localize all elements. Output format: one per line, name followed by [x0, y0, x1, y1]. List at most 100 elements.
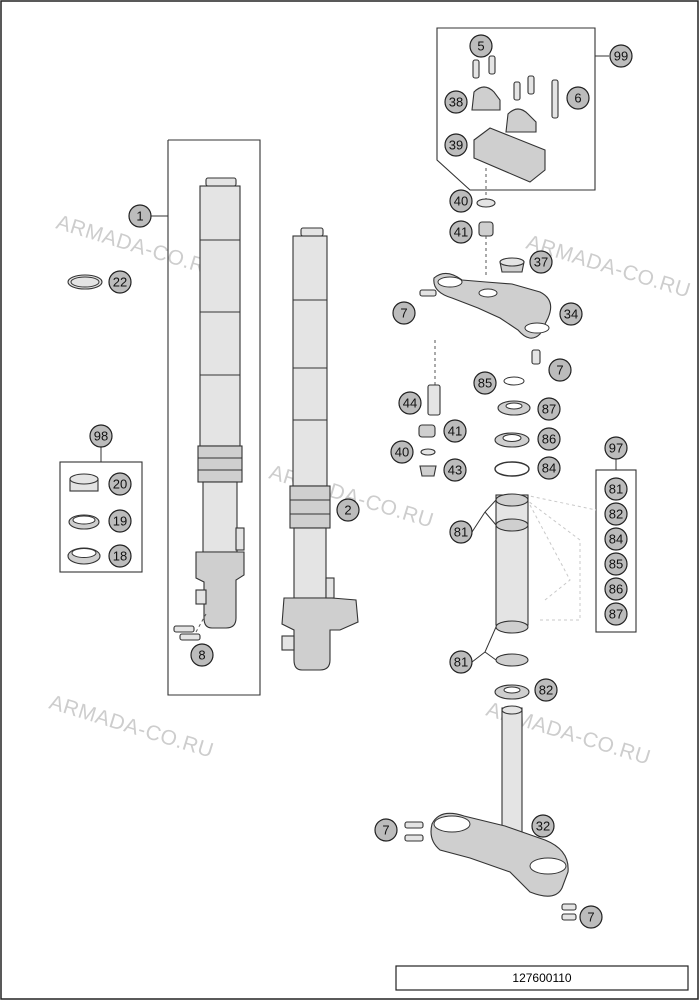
callout-34[interactable]: 34	[559, 302, 583, 326]
callout-7[interactable]: 7	[374, 818, 398, 842]
clamp-base	[473, 127, 546, 183]
svg-text:40: 40	[454, 194, 468, 209]
washer	[476, 198, 496, 208]
steering-stem	[501, 707, 523, 839]
callout-41[interactable]: 41	[443, 419, 467, 443]
svg-text:86: 86	[542, 432, 556, 447]
svg-text:85: 85	[609, 557, 623, 572]
bolt	[531, 349, 541, 365]
callout-20[interactable]: 20	[108, 472, 132, 496]
callout-84[interactable]: 84	[537, 456, 561, 480]
svg-text:41: 41	[448, 424, 462, 439]
callout-5[interactable]: 5	[469, 34, 493, 58]
callout-87[interactable]: 87	[537, 397, 561, 421]
svg-text:7: 7	[400, 306, 407, 321]
svg-text:99: 99	[614, 49, 628, 64]
callout-1[interactable]: 1	[128, 204, 152, 228]
group-boxes	[59, 27, 637, 696]
fork-leg-2	[281, 227, 359, 671]
kit-item-82[interactable]: 82	[604, 502, 628, 526]
svg-text:7: 7	[587, 910, 594, 925]
kit-item-81[interactable]: 81	[604, 477, 628, 501]
svg-text:41: 41	[454, 225, 468, 240]
handlebar-clamp-box	[436, 27, 596, 191]
callout-44[interactable]: 44	[398, 391, 422, 415]
bolts-8	[173, 613, 207, 641]
kit-item-87[interactable]: 87	[604, 602, 628, 626]
svg-text:81: 81	[609, 482, 623, 497]
leader-81	[471, 651, 486, 663]
callout-81[interactable]: 81	[449, 650, 473, 674]
steering-stem-pin	[427, 384, 441, 416]
callout-40[interactable]: 40	[390, 440, 414, 464]
callout-41[interactable]: 41	[449, 220, 473, 244]
fork-lower-tube	[293, 527, 327, 599]
callout-39[interactable]: 39	[444, 133, 468, 157]
callout-22[interactable]: 22	[108, 270, 132, 294]
svg-text:44: 44	[403, 396, 417, 411]
svg-text:97: 97	[609, 441, 623, 456]
clamp-cap	[471, 86, 501, 111]
callout-43[interactable]: 43	[443, 458, 467, 482]
handlebar-clamp	[471, 55, 559, 200]
svg-text:1: 1	[136, 209, 143, 224]
callout-82[interactable]: 82	[534, 678, 558, 702]
callout-7[interactable]: 7	[579, 905, 603, 929]
svg-text:19: 19	[113, 514, 127, 529]
callout-7[interactable]: 7	[392, 301, 416, 325]
fork-cap	[300, 227, 324, 237]
bolt	[419, 289, 437, 297]
diagram-code: 127600110	[512, 971, 572, 985]
callout-2[interactable]: 2	[336, 498, 360, 522]
fork-axle-lug	[195, 551, 245, 629]
callout-19[interactable]: 19	[108, 509, 132, 533]
kit-item-86[interactable]: 86	[604, 577, 628, 601]
fork-leg-1	[173, 177, 245, 641]
fork-leg-box	[167, 139, 261, 696]
callout-97[interactable]: 97	[604, 436, 628, 460]
fork-slider-top	[197, 445, 243, 483]
callout-98[interactable]: 98	[89, 424, 113, 448]
svg-text:40: 40	[395, 445, 409, 460]
callout-86[interactable]: 86	[537, 427, 561, 451]
svg-text:81: 81	[454, 525, 468, 540]
svg-text:84: 84	[609, 532, 623, 547]
svg-text:82: 82	[539, 683, 553, 698]
fork-upper-tube	[292, 235, 328, 487]
callout-6[interactable]: 6	[566, 86, 590, 110]
callout-18[interactable]: 18	[108, 544, 132, 568]
kit-item-85[interactable]: 85	[604, 552, 628, 576]
bolt	[404, 821, 424, 829]
callout-37[interactable]: 37	[529, 250, 553, 274]
watermark: ARMADA-CO.RU	[47, 691, 217, 763]
diagram-code-box: 127600110	[395, 965, 689, 991]
callout-8[interactable]: 8	[190, 643, 214, 667]
callout-85[interactable]: 85	[473, 371, 497, 395]
washer	[420, 448, 436, 456]
svg-text:34: 34	[564, 307, 578, 322]
kit-item-84[interactable]: 84	[604, 527, 628, 551]
callout-81[interactable]: 81	[449, 520, 473, 544]
steering-head-tube	[495, 494, 529, 626]
bearing-race	[495, 653, 529, 667]
callout-38[interactable]: 38	[444, 90, 468, 114]
fork-cap	[205, 177, 237, 187]
callout-99[interactable]: 99	[609, 44, 633, 68]
bushing	[418, 424, 436, 438]
fork-guard-mount	[235, 527, 245, 551]
svg-text:82: 82	[609, 507, 623, 522]
callout-7[interactable]: 7	[548, 358, 572, 382]
svg-text:20: 20	[113, 477, 127, 492]
svg-text:81: 81	[454, 655, 468, 670]
bolt	[561, 913, 577, 921]
svg-text:7: 7	[382, 823, 389, 838]
fork-slider-top	[289, 485, 331, 529]
callout-40[interactable]: 40	[449, 189, 473, 213]
leader-81	[471, 511, 486, 533]
svg-text:98: 98	[94, 429, 108, 444]
callout-32[interactable]: 32	[531, 814, 555, 838]
svg-text:7: 7	[556, 363, 563, 378]
